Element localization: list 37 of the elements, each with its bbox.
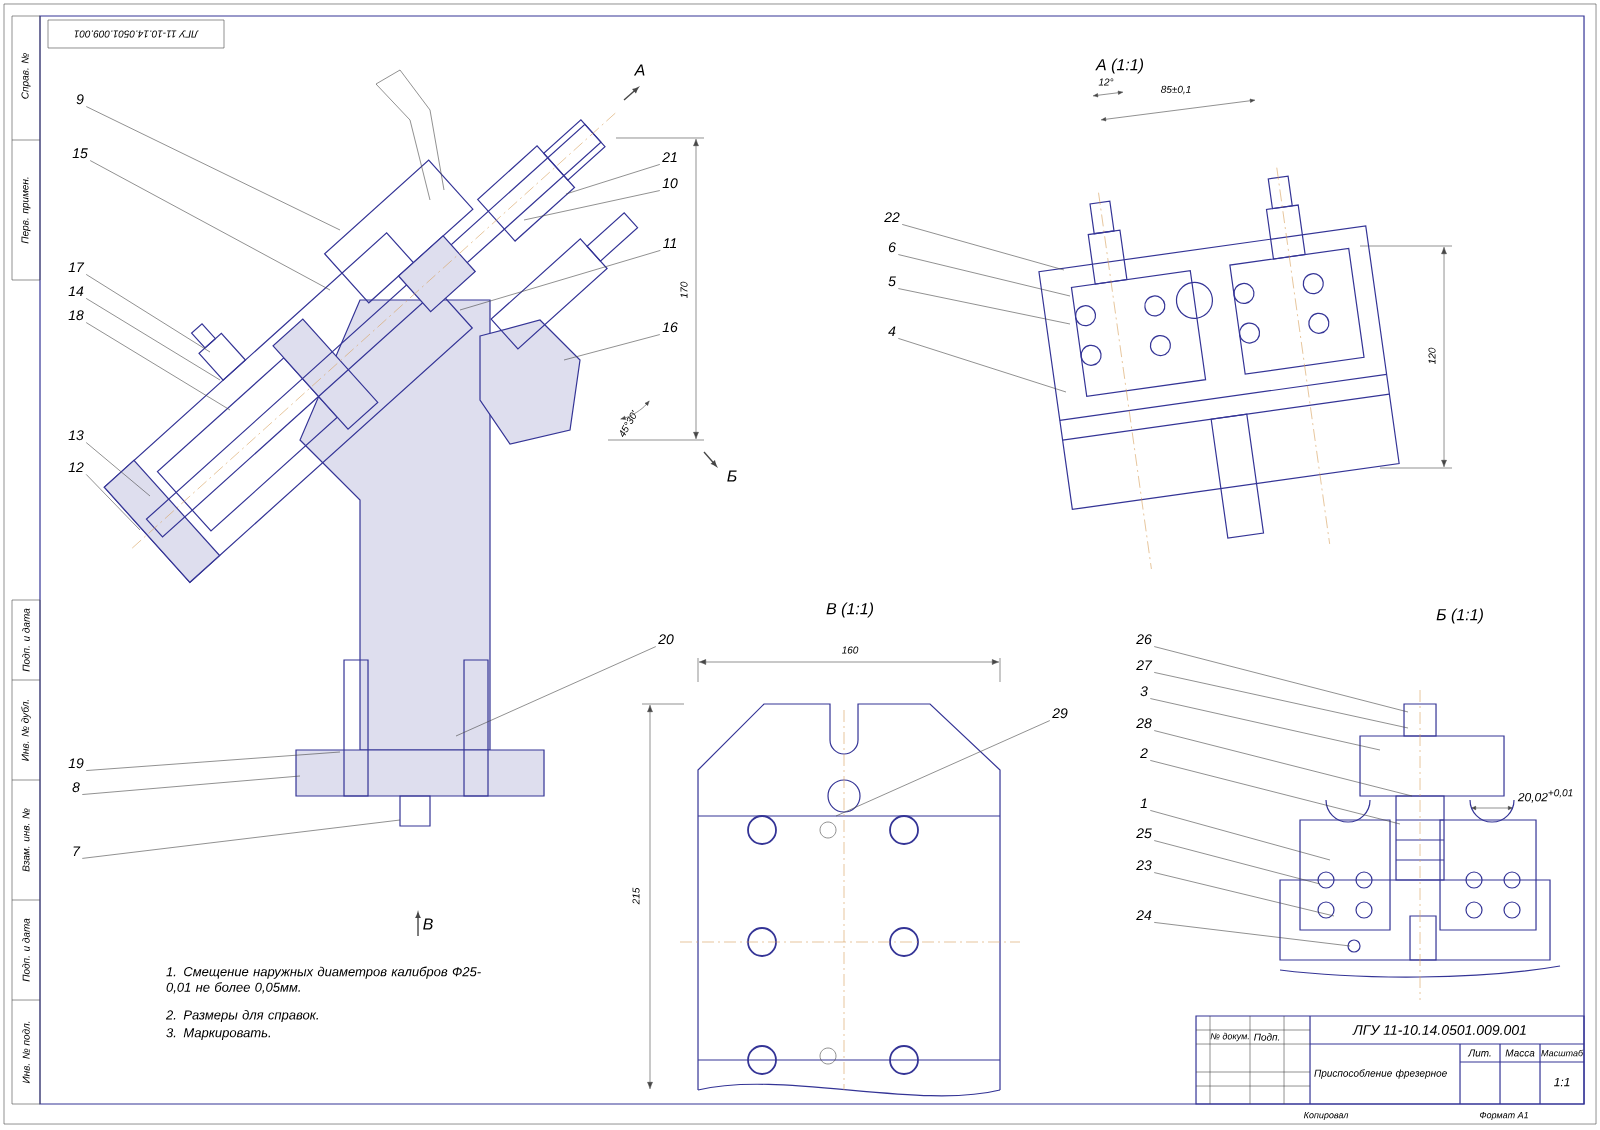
leader-line (523, 190, 661, 221)
leader-line (82, 819, 401, 859)
view-drawing (1038, 167, 1400, 570)
view-letter: Б (727, 470, 737, 482)
leader-line (455, 646, 657, 737)
leader-line (1153, 840, 1321, 885)
leader-line (459, 250, 661, 311)
view-title: А (1:1) (1095, 58, 1144, 74)
leader-line (85, 751, 341, 771)
leader-line (898, 288, 1071, 325)
leader-line (1153, 646, 1409, 713)
leader-line (1153, 672, 1409, 729)
leader-line (85, 474, 141, 531)
leader-line (1150, 810, 1331, 861)
view-title: В (1:1) (826, 602, 874, 618)
leader-line (85, 442, 151, 497)
view-letter: В (423, 918, 433, 930)
leader-line (85, 322, 231, 411)
view-drawing (679, 703, 1021, 1097)
leader-line (1153, 872, 1335, 917)
leader-line (1150, 760, 1401, 825)
leader-line (901, 224, 1065, 271)
leader-line (898, 254, 1071, 297)
leader-line (82, 775, 301, 795)
leader-line (563, 334, 661, 361)
leader-line (89, 160, 331, 291)
leader-line (835, 720, 1051, 817)
leader-line (1150, 698, 1381, 751)
leader-line (85, 274, 211, 353)
view-title: Б (1:1) (1436, 608, 1483, 624)
leader-line (1153, 922, 1351, 947)
view-letter: А (633, 64, 645, 76)
leader-line (86, 106, 341, 231)
leader-line (1153, 730, 1413, 797)
leader-line (85, 298, 221, 381)
leader-line (898, 338, 1067, 393)
leader-line (565, 164, 661, 195)
